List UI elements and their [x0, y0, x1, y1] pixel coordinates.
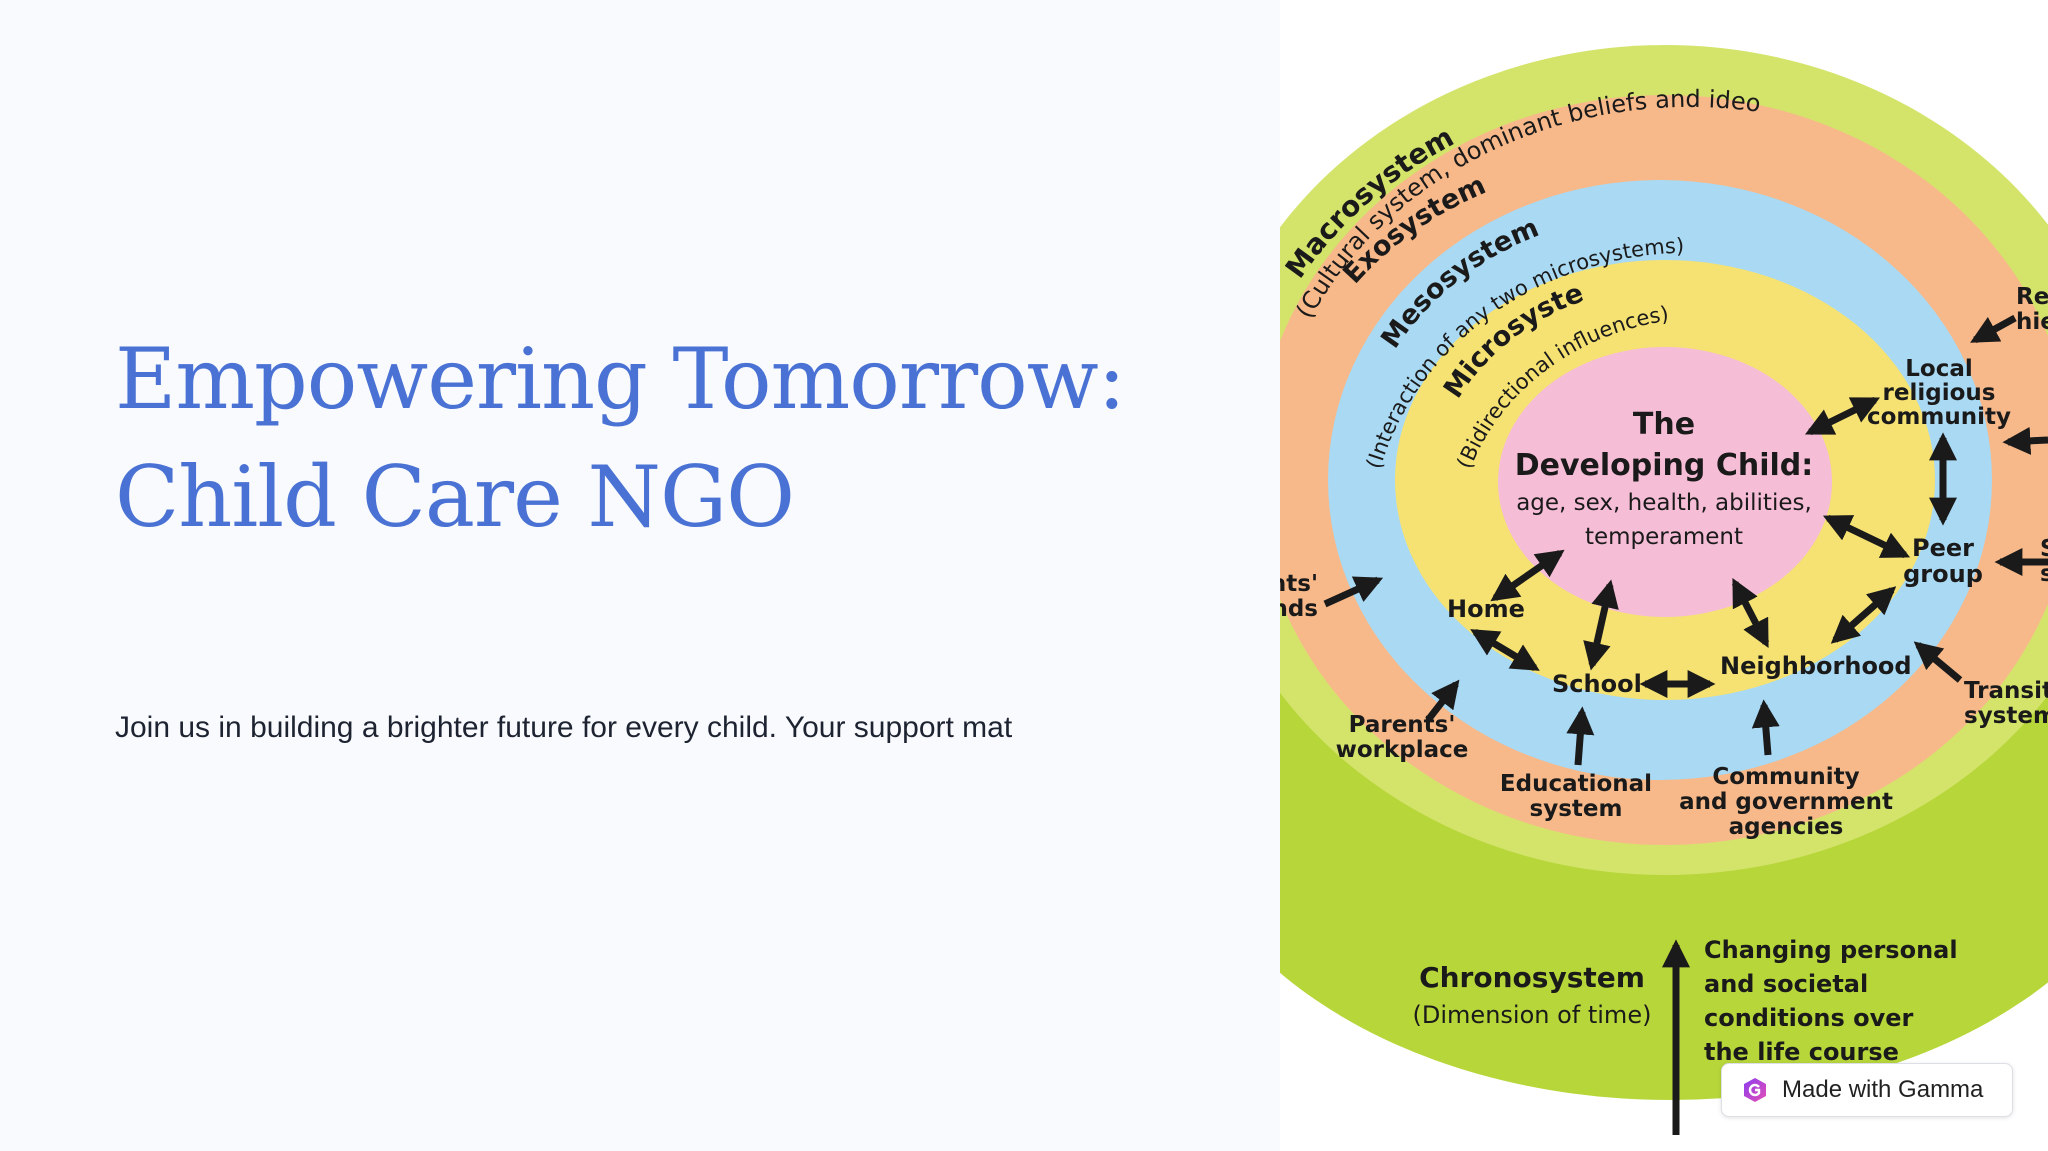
node-peer-group: Peer group [1903, 534, 1983, 588]
svg-text:Educational: Educational [1500, 771, 1652, 797]
ecological-systems-diagram: Macrosystem (Cultural system, dominant b… [1280, 0, 2048, 1151]
arrow-friends-home [1323, 576, 1384, 608]
svg-text:conditions over: conditions over [1704, 1004, 1914, 1032]
slide-text-panel: Empowering Tomorrow: Child Care NGO Join… [115, 330, 1126, 744]
node-school: School [1552, 670, 1642, 698]
svg-text:and government: and government [1679, 789, 1893, 815]
arrow-hierarchy-religious [1970, 314, 2017, 344]
node-transit-system: Transit system [1964, 678, 2048, 729]
arrow-home-child [1490, 549, 1565, 602]
svg-text:Religious: Religious [2016, 284, 2048, 310]
node-social-services: Social services [2040, 536, 2048, 587]
svg-text:Social: Social [2040, 536, 2048, 562]
developing-child-center [1498, 347, 1832, 617]
svg-text:Developing Child:: Developing Child: [1515, 448, 1814, 483]
svg-text:temperament: temperament [1585, 524, 1743, 550]
svg-text:community: community [1867, 404, 2011, 430]
svg-text:hierarchy: hierarchy [2016, 309, 2048, 335]
node-local-religious-community: Local religious community [1867, 356, 2011, 430]
svg-text:The: The [1633, 407, 1695, 442]
influence-arrows [1323, 314, 2048, 1135]
svg-text:Changing personal: Changing personal [1704, 936, 1958, 964]
svg-text:Parents': Parents' [1280, 571, 1318, 597]
arrow-religious-child [1804, 396, 1881, 436]
svg-text:Parents': Parents' [1349, 712, 1456, 738]
svg-text:system: system [1530, 796, 1623, 822]
arrow-transit-peer [1913, 641, 1963, 683]
svg-text:and societal: and societal [1704, 970, 1868, 998]
svg-text:friends: friends [1280, 596, 1318, 622]
svg-text:age, sex, health, abilities,: age, sex, health, abilities, [1516, 490, 1812, 516]
arrow-neighborhood-child [1731, 578, 1770, 648]
node-community-agencies: Community and government agencies [1679, 764, 1893, 840]
node-parents-friends: Parents' friends [1280, 571, 1318, 622]
slide-subtitle: Join us in building a brighter future fo… [115, 711, 1013, 744]
arrow-workplace-home [1425, 679, 1460, 723]
svg-text:religious: religious [1883, 380, 1996, 406]
svg-text:workplace: workplace [1336, 737, 1469, 763]
svg-text:Community: Community [1712, 764, 1859, 790]
developing-child-text: The Developing Child: age, sex, health, … [1515, 407, 1814, 550]
node-neighborhood: Neighborhood [1720, 652, 1912, 680]
arrow-services-religious [2002, 426, 2048, 455]
svg-text:Local: Local [1905, 356, 1973, 382]
arrow-edu-school [1566, 706, 1595, 766]
arrow-neighborhood-peer [1830, 586, 1897, 644]
arrow-agencies-neighborhood [1751, 699, 1780, 756]
slide-title: Empowering Tomorrow: Child Care NGO [115, 330, 1126, 546]
arrow-school-child [1583, 579, 1619, 671]
svg-text:group: group [1903, 560, 1983, 588]
node-parents-workplace: Parents' workplace [1336, 712, 1469, 763]
arrow-home-school [1470, 628, 1540, 672]
chronosystem-label-group: Chronosystem (Dimension of time) [1413, 961, 1652, 1029]
node-religious-hierarchy: Religious hierarchy [2016, 284, 2048, 335]
chronosystem-note: Changing personal and societal condition… [1704, 936, 1958, 1066]
svg-text:system: system [1964, 703, 2048, 729]
svg-text:agencies: agencies [1729, 814, 1844, 840]
svg-text:Transit: Transit [1964, 678, 2048, 704]
node-educational-system: Educational system [1500, 771, 1652, 822]
svg-text:(Dimension of time): (Dimension of time) [1413, 1001, 1652, 1029]
made-with-gamma-badge[interactable]: Made with Gamma [1721, 1063, 2013, 1117]
arrow-peer-child [1822, 514, 1911, 559]
svg-text:Chronosystem: Chronosystem [1419, 961, 1645, 994]
badge-label: Made with Gamma [1782, 1076, 1984, 1103]
gamma-logo-icon [1742, 1077, 1768, 1103]
svg-text:services: services [2040, 561, 2048, 587]
svg-text:Peer: Peer [1912, 534, 1974, 562]
node-home: Home [1447, 595, 1525, 623]
svg-text:the life course: the life course [1704, 1038, 1899, 1066]
